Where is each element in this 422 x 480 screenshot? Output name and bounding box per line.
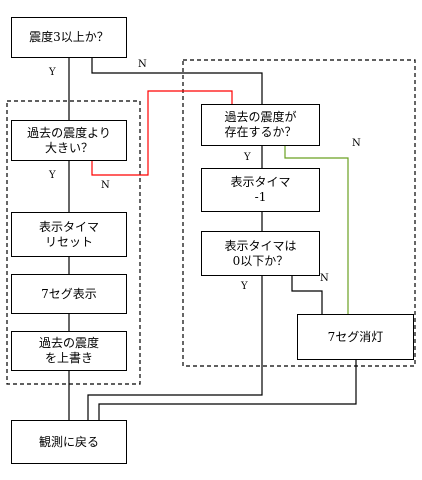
branch-label-y: Y xyxy=(49,67,56,78)
branch-label-n: N xyxy=(138,59,147,70)
flow-line xyxy=(91,58,263,104)
branch-label-y: Y xyxy=(49,170,56,181)
branch-label-n: N xyxy=(352,138,361,149)
flow-line xyxy=(291,276,323,314)
red-path xyxy=(91,90,233,176)
branch-label-n: N xyxy=(101,180,110,191)
process-7seg-display: 7セグ表示 xyxy=(11,274,127,314)
branch-label-n: N xyxy=(320,273,329,284)
flow-line xyxy=(98,360,357,420)
decision-timer-zero-or-less: 表示タイマは 0以下か？ xyxy=(201,231,320,276)
branch-label-y: Y xyxy=(244,152,251,163)
decision-past-exists: 過去の震度が 存在するか？ xyxy=(201,104,320,146)
process-overwrite-past: 過去の震度 を上書き xyxy=(11,331,127,371)
process-return-to-observe: 観測に戻る xyxy=(11,420,127,464)
process-7seg-off: 7セグ消灯 xyxy=(297,314,414,360)
flow-line xyxy=(87,276,263,420)
decision-quake-3-or-more: 震度3以上か？ xyxy=(11,17,127,58)
process-timer-reset: 表示タイマ リセット xyxy=(11,212,127,257)
green-path xyxy=(284,146,349,314)
branch-label-y: Y xyxy=(241,281,248,292)
right-group-frame xyxy=(182,59,416,367)
process-timer-decrement: 表示タイマ -1 xyxy=(201,168,320,212)
decision-larger-than-past: 過去の震度より 大きい？ xyxy=(11,120,127,161)
left-group-frame xyxy=(6,100,141,385)
